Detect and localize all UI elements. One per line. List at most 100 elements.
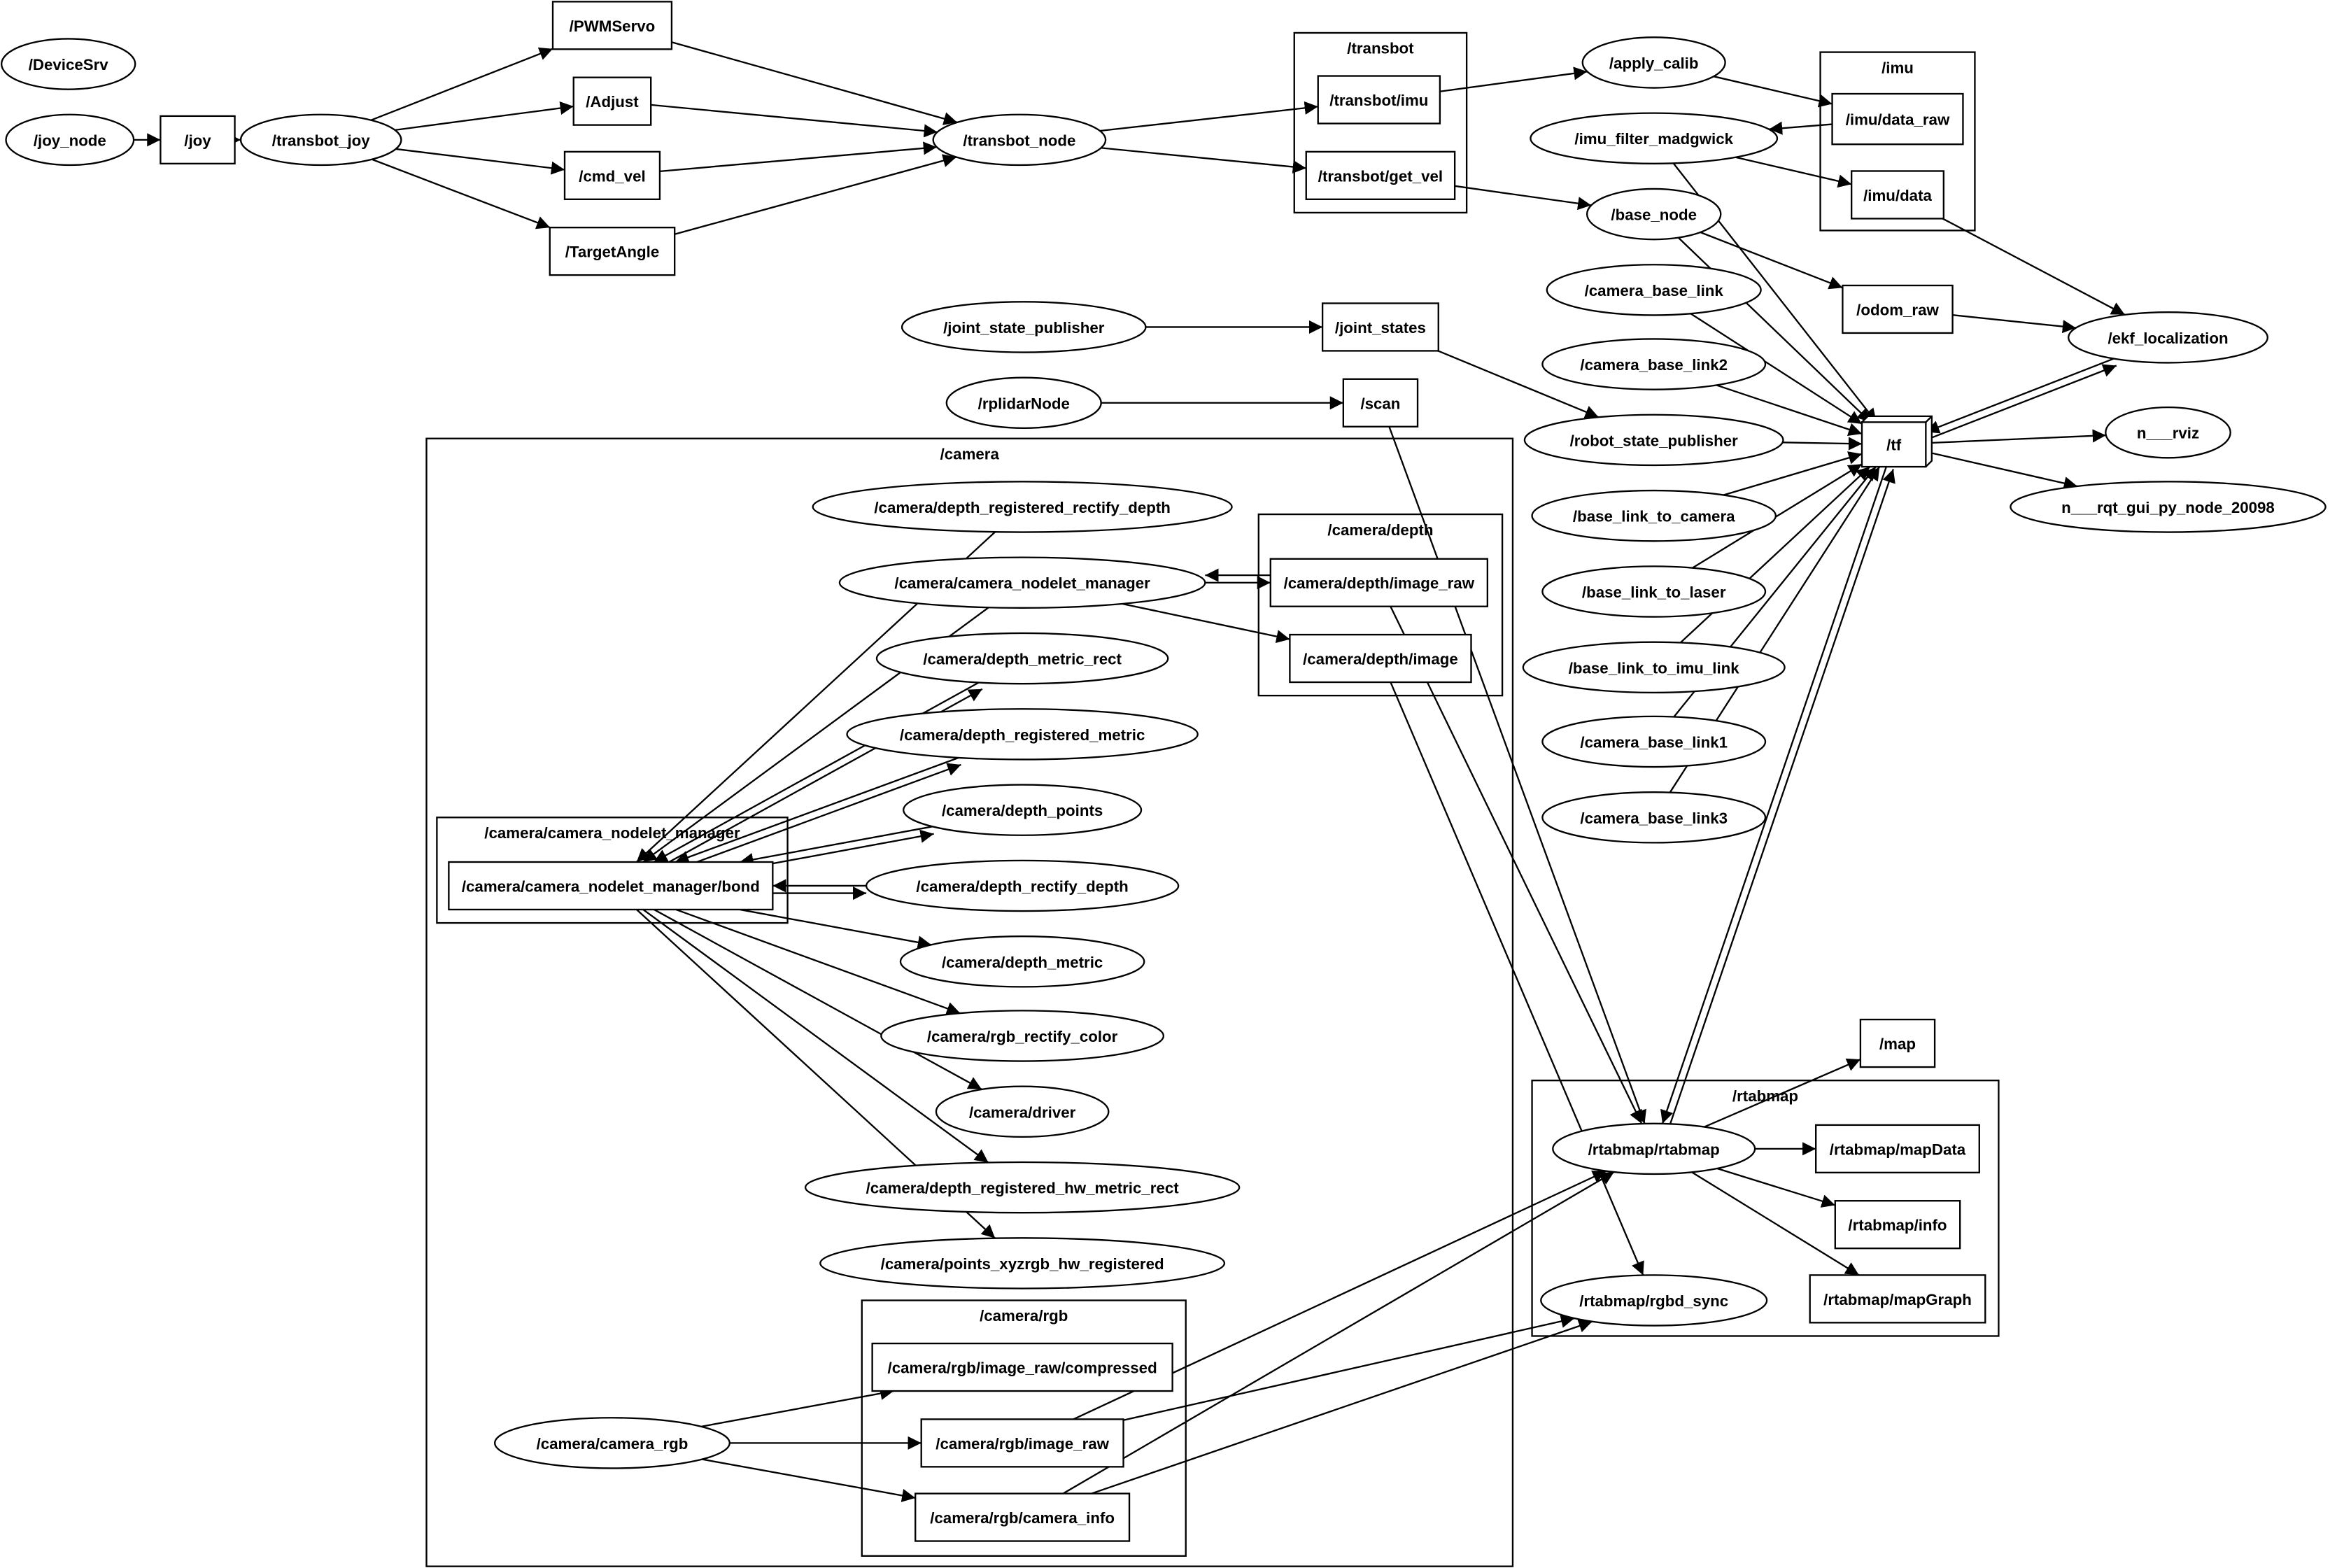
- topic-rtabmap-mapdata[interactable]: /rtabmap/mapData: [1815, 1124, 1980, 1174]
- topic-box[interactable]: [1831, 92, 1964, 146]
- topic-box[interactable]: [920, 1418, 1124, 1468]
- node-ellipse[interactable]: [1530, 112, 1779, 165]
- node-camera-depth-metric-rect[interactable]: /camera/depth_metric_rect: [875, 632, 1169, 685]
- node-camera-camera-nodelet-manager[interactable]: /camera/camera_nodelet_manager: [838, 556, 1206, 609]
- node-ellipse[interactable]: [1546, 264, 1762, 316]
- node-ekf-localization[interactable]: /ekf_localization: [2068, 311, 2268, 364]
- topic-box[interactable]: [1834, 1200, 1961, 1250]
- node-camera-driver[interactable]: /camera/driver: [935, 1085, 1110, 1138]
- topic-imu-data[interactable]: /imu/data: [1850, 170, 1944, 220]
- node-camera-depth-rectify-depth[interactable]: /camera/depth_rectify_depth: [865, 859, 1180, 912]
- topic-joint-states[interactable]: /joint_states: [1321, 302, 1439, 352]
- node-transbot-joy[interactable]: /transbot_joy: [239, 113, 402, 167]
- topic-adjust[interactable]: /Adjust: [572, 76, 652, 126]
- node-ellipse[interactable]: [1531, 489, 1777, 542]
- topic-odom-raw[interactable]: /odom_raw: [1842, 284, 1954, 334]
- topic-camera-rgb-camera-info[interactable]: /camera/rgb/camera_info: [915, 1492, 1131, 1542]
- topic-box[interactable]: [1342, 378, 1419, 428]
- node-ellipse[interactable]: [1522, 641, 1786, 694]
- topic-box[interactable]: [1289, 633, 1472, 684]
- node-camera-base-link1[interactable]: /camera_base_link1: [1541, 715, 1767, 768]
- node-ellipse[interactable]: [838, 556, 1206, 609]
- topic-box[interactable]: [563, 150, 661, 200]
- node-camera-base-link[interactable]: /camera_base_link: [1546, 264, 1762, 316]
- topic-camera-depth-image[interactable]: /camera/depth/image: [1289, 633, 1472, 684]
- node-camera-points-xyzrgb-hw-registered[interactable]: /camera/points_xyzrgb_hw_registered: [819, 1237, 1226, 1290]
- node-ellipse[interactable]: [1541, 338, 1767, 390]
- node-joy-node[interactable]: /joy_node: [5, 113, 135, 167]
- topic-transbot-imu[interactable]: /transbot/imu: [1317, 75, 1441, 125]
- node-camera-depth-metric[interactable]: /camera/depth_metric: [899, 935, 1145, 988]
- topic-targetangle[interactable]: /TargetAngle: [549, 226, 676, 276]
- node-ellipse[interactable]: [804, 1161, 1241, 1214]
- node-camera-depth-registered-metric[interactable]: /camera/depth_registered_metric: [846, 708, 1199, 761]
- node-ellipse[interactable]: [1581, 36, 1726, 89]
- node-base-link-to-camera[interactable]: /base_link_to_camera: [1531, 489, 1777, 542]
- node-imu-filter-madgwick[interactable]: /imu_filter_madgwick: [1530, 112, 1779, 165]
- node-ellipse[interactable]: [1540, 1274, 1768, 1327]
- topic-box[interactable]: [1321, 302, 1439, 352]
- node-rtabmap-rtabmap[interactable]: /rtabmap/rtabmap: [1552, 1122, 1756, 1175]
- node-ellipse[interactable]: [2105, 406, 2231, 459]
- topic-transbot-get-vel[interactable]: /transbot/get_vel: [1305, 150, 1456, 200]
- node-camera-camera-rgb[interactable]: /camera/camera_rgb: [494, 1417, 730, 1469]
- topic-box[interactable]: [1861, 421, 1927, 468]
- topic-box[interactable]: [572, 76, 652, 126]
- topic-box[interactable]: [1809, 1274, 1986, 1324]
- topic-box[interactable]: [160, 115, 236, 165]
- node-ellipse[interactable]: [945, 376, 1102, 430]
- topic-box[interactable]: [1850, 170, 1944, 220]
- topic-box[interactable]: [1859, 1018, 1936, 1068]
- node-ellipse[interactable]: [2010, 481, 2327, 533]
- node-robot-state-publisher[interactable]: /robot_state_publisher: [1523, 414, 1784, 467]
- node-ellipse[interactable]: [1552, 1122, 1756, 1175]
- node-ellipse[interactable]: [239, 113, 402, 167]
- node-ellipse[interactable]: [494, 1417, 730, 1469]
- node-ellipse[interactable]: [935, 1085, 1110, 1138]
- topic-camera-camera-nodelet-manager-bond[interactable]: /camera/camera_nodelet_manager/bond: [448, 861, 774, 911]
- topic-box[interactable]: [551, 1, 673, 50]
- node-ellipse[interactable]: [901, 301, 1147, 353]
- node-ellipse[interactable]: [880, 1010, 1165, 1062]
- node-ellipse[interactable]: [1586, 188, 1722, 241]
- node-ellipse[interactable]: [2068, 311, 2268, 364]
- node-ellipse[interactable]: [1541, 565, 1767, 618]
- node-camera-base-link3[interactable]: /camera_base_link3: [1541, 791, 1767, 844]
- topic-rtabmap-mapgraph[interactable]: /rtabmap/mapGraph: [1809, 1274, 1986, 1324]
- node-camera-depth-registered-hw-metric-rect[interactable]: /camera/depth_registered_hw_metric_rect: [804, 1161, 1241, 1214]
- node-ellipse[interactable]: [0, 38, 136, 90]
- node-ellipse[interactable]: [1541, 791, 1767, 844]
- topic-box[interactable]: [549, 226, 676, 276]
- topic-pwmservo[interactable]: /PWMServo: [551, 1, 673, 50]
- topic-joy[interactable]: /joy: [160, 115, 236, 165]
- node-camera-depth-registered-rectify-depth[interactable]: /camera/depth_registered_rectify_depth: [812, 481, 1233, 533]
- node-base-link-to-laser[interactable]: /base_link_to_laser: [1541, 565, 1767, 618]
- topic-imu-data-raw[interactable]: /imu/data_raw: [1831, 92, 1964, 146]
- node-ellipse[interactable]: [899, 935, 1145, 988]
- node-apply-calib[interactable]: /apply_calib: [1581, 36, 1726, 89]
- node-camera-depth-points[interactable]: /camera/depth_points: [903, 784, 1143, 836]
- node-ellipse[interactable]: [812, 481, 1233, 533]
- topic-box[interactable]: [1317, 75, 1441, 125]
- node-ellipse[interactable]: [1523, 414, 1784, 467]
- node-ellipse[interactable]: [875, 632, 1169, 685]
- node-ellipse[interactable]: [903, 784, 1143, 836]
- node-base-link-to-imu-link[interactable]: /base_link_to_imu_link: [1522, 641, 1786, 694]
- node-camera-base-link2[interactable]: /camera_base_link2: [1541, 338, 1767, 390]
- topic-box[interactable]: [915, 1492, 1131, 1542]
- node-joint-state-publisher[interactable]: /joint_state_publisher: [901, 301, 1147, 353]
- topic-camera-depth-image-raw[interactable]: /camera/depth/image_raw: [1269, 558, 1489, 607]
- node-base-node[interactable]: /base_node: [1586, 188, 1722, 241]
- node-ellipse[interactable]: [846, 708, 1199, 761]
- topic-rtabmap-info[interactable]: /rtabmap/info: [1834, 1200, 1961, 1250]
- node-rplidarnode[interactable]: /rplidarNode: [945, 376, 1102, 430]
- node-n-rqt-gui-py-node-20098[interactable]: n___rqt_gui_py_node_20098: [2010, 481, 2327, 533]
- topic-tf[interactable]: /tf: [1861, 415, 1933, 468]
- node-devicesrv[interactable]: /DeviceSrv: [0, 38, 136, 90]
- node-ellipse[interactable]: [865, 859, 1180, 912]
- node-n-rviz[interactable]: n___rviz: [2105, 406, 2231, 459]
- topic-camera-rgb-image-raw-compressed[interactable]: /camera/rgb/image_raw/compressed: [871, 1342, 1173, 1392]
- topic-camera-rgb-image-raw[interactable]: /camera/rgb/image_raw: [920, 1418, 1124, 1468]
- node-transbot-node[interactable]: /transbot_node: [932, 113, 1107, 167]
- topic-cmd-vel[interactable]: /cmd_vel: [563, 150, 661, 200]
